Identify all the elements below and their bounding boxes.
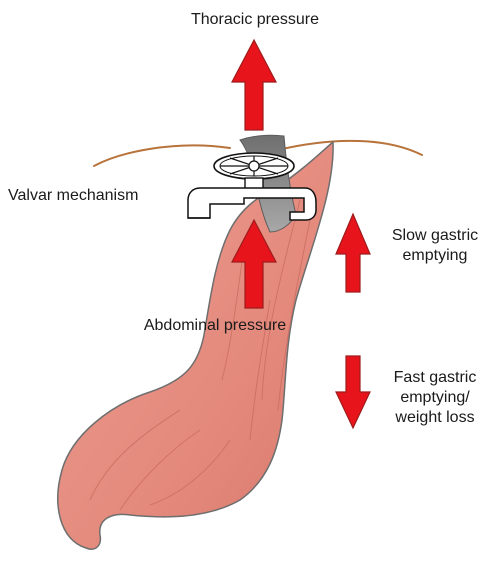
valvar-mechanism-label: Valvar mechanism [8,186,138,206]
slow-emptying-label: Slow gastric emptying [380,226,490,266]
thoracic-pressure-label: Thoracic pressure [150,10,360,30]
slow-emptying-line-1: Slow gastric [380,226,490,246]
fast-emptying-line-2: emptying/ [382,388,488,408]
abdominal-pressure-label: Abdominal pressure [110,316,320,336]
arrow-down-icon [336,356,370,428]
arrow-up-icon [336,214,370,292]
fast-emptying-label: Fast gastric emptying/ weight loss [382,368,488,428]
slow-emptying-line-2: emptying [380,246,490,266]
arrow-up-icon [232,40,276,130]
fast-emptying-line-3: weight loss [382,408,488,428]
fast-emptying-line-1: Fast gastric [382,368,488,388]
